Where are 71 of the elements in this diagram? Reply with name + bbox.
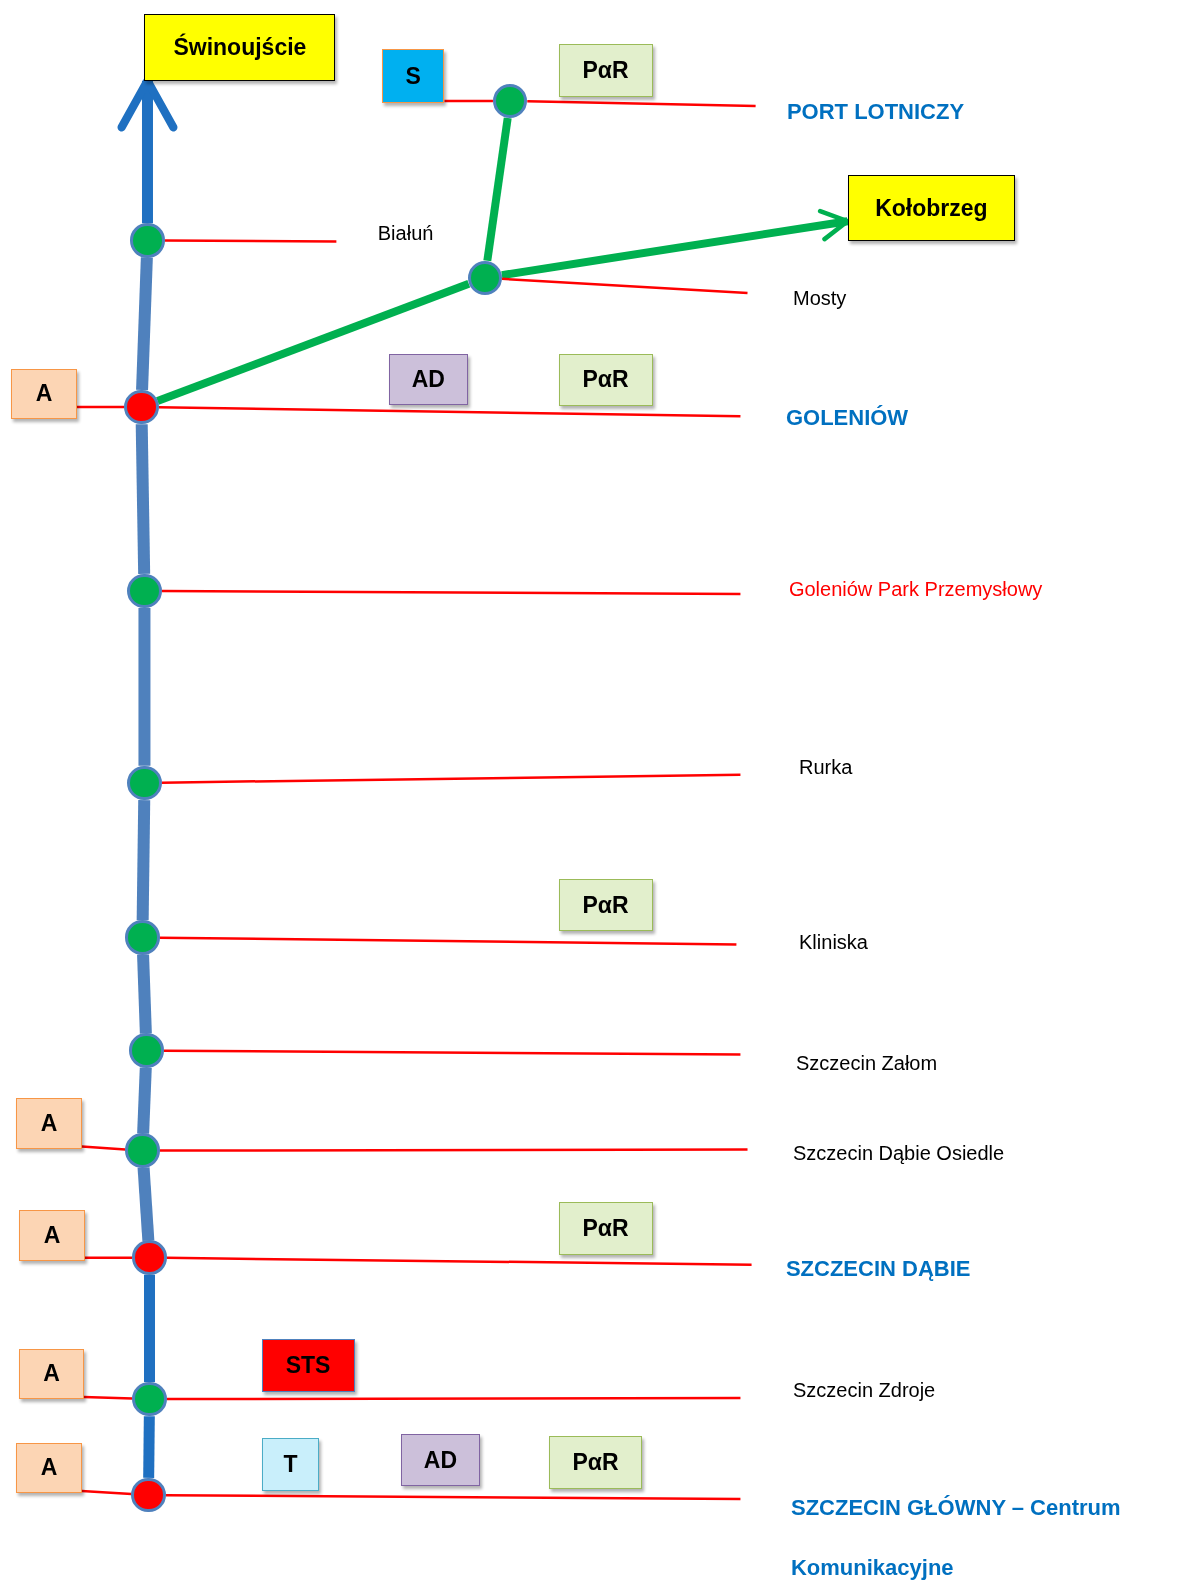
facility-tag: AD <box>388 353 468 406</box>
facility-tag: PαR <box>558 44 653 97</box>
track-line <box>444 99 493 103</box>
facility-tag: STS <box>261 1339 355 1392</box>
track-line <box>163 1049 741 1056</box>
station-name: Białuń <box>336 221 434 246</box>
station-dot <box>132 1381 167 1417</box>
facility-tag: A <box>16 1442 82 1493</box>
facility-tag: PαR <box>558 1202 653 1255</box>
track-line <box>81 1489 132 1496</box>
track-line <box>501 277 748 295</box>
station-name: Szczecin Dąbie Osiedle <box>747 1140 1005 1165</box>
station-name: SZCZECIN DĄBIE <box>751 1256 971 1281</box>
station-name: Goleniów Park Przemysłowy <box>740 576 1043 601</box>
track-line <box>83 1395 133 1400</box>
station-dot <box>124 389 159 425</box>
track-line <box>165 1493 741 1501</box>
station-dot <box>129 1033 164 1068</box>
station-dot <box>132 1240 167 1275</box>
track-line <box>164 239 337 243</box>
station-name: Szczecin Zdroje <box>740 1378 936 1402</box>
station-dot <box>492 83 528 119</box>
facility-tag: A <box>19 1348 84 1400</box>
destination-sign: Kołobrzeg <box>847 174 1016 242</box>
station-name: PORT LOTNICZY <box>755 100 965 125</box>
track-line <box>161 773 741 784</box>
track-line <box>527 100 756 108</box>
station-dot <box>467 260 503 295</box>
station-dot <box>131 1477 166 1513</box>
station-name: Szczecin Załom <box>740 1050 938 1075</box>
station-name: Kliniska <box>736 930 868 955</box>
destination-sign: Świnoujście <box>144 14 336 81</box>
rail-line <box>138 608 151 766</box>
rail-line <box>136 257 153 391</box>
facility-tag: A <box>11 368 77 420</box>
facility-tag: PαR <box>558 878 653 932</box>
station-dot <box>125 920 160 955</box>
station-name: GOLENIÓW <box>740 406 909 431</box>
station-name: Mosty <box>747 286 847 310</box>
rail-line <box>156 280 471 405</box>
arrow <box>501 208 850 280</box>
track-line <box>81 1145 126 1151</box>
facility-tag: A <box>19 1210 85 1261</box>
rail-line <box>144 1274 155 1382</box>
track-line <box>159 1148 748 1152</box>
station-dot <box>125 1133 160 1168</box>
track-line <box>84 1256 133 1259</box>
station-name: Rurka <box>740 754 853 779</box>
rail-line <box>137 1067 152 1134</box>
track-line <box>161 589 741 596</box>
rail-line <box>136 799 151 921</box>
station-dot <box>127 573 162 609</box>
rail-line <box>137 1167 155 1241</box>
track-line <box>166 1396 741 1401</box>
track-line <box>159 936 737 946</box>
station-dot <box>130 223 165 258</box>
facility-tag: PαR <box>558 353 653 407</box>
rail-line <box>137 954 152 1034</box>
track-line <box>158 406 741 418</box>
facility-tag: T <box>261 1438 320 1491</box>
station-dot <box>127 765 162 801</box>
rail-line <box>143 1416 155 1478</box>
facility-tag: AD <box>401 1434 480 1486</box>
track-line <box>166 1256 752 1266</box>
track-line <box>76 405 125 409</box>
rail-line <box>135 424 151 574</box>
facility-tag: PαR <box>548 1436 643 1489</box>
facility-tag: A <box>16 1098 82 1149</box>
facility-tag: S <box>381 49 445 103</box>
station-name: SZCZECIN GŁÓWNY – Centrum Komunikacyjne <box>740 1477 1192 1584</box>
rail-line <box>483 117 512 262</box>
